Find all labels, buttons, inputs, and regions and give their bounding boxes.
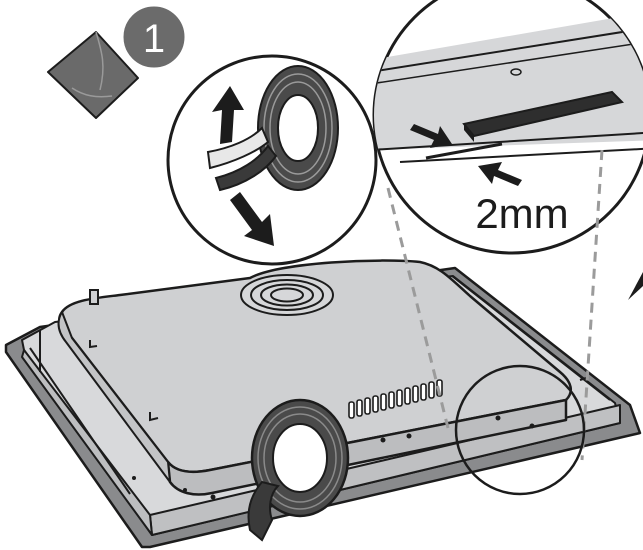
gap-detail: 2mm: [372, 0, 643, 255]
tape-roll-icon: [247, 398, 350, 542]
peel-up-arrow-icon: [212, 86, 244, 144]
gap-arrow-icon: [478, 162, 522, 186]
gap-dimension-label: 2mm: [475, 190, 568, 237]
tape-peel-detail: [166, 54, 378, 266]
ventilation-slots: [348, 379, 443, 419]
detail-locator: [386, 149, 604, 496]
peel-down-arrow-icon: [230, 192, 274, 246]
housing-left: [57, 311, 171, 483]
step-number: 1: [143, 17, 165, 61]
screw-holes: [132, 415, 535, 500]
edge-arrow-icon: [628, 272, 643, 300]
step-badge: 1: [120, 3, 188, 71]
foam-sponge-icon: [47, 31, 139, 119]
fan-vent-icon: [240, 274, 334, 316]
rear-pin: [89, 289, 99, 305]
gap-arrow-icon: [410, 124, 452, 148]
frame-inner-edge: [29, 275, 611, 495]
frame-left-side: [21, 349, 153, 536]
